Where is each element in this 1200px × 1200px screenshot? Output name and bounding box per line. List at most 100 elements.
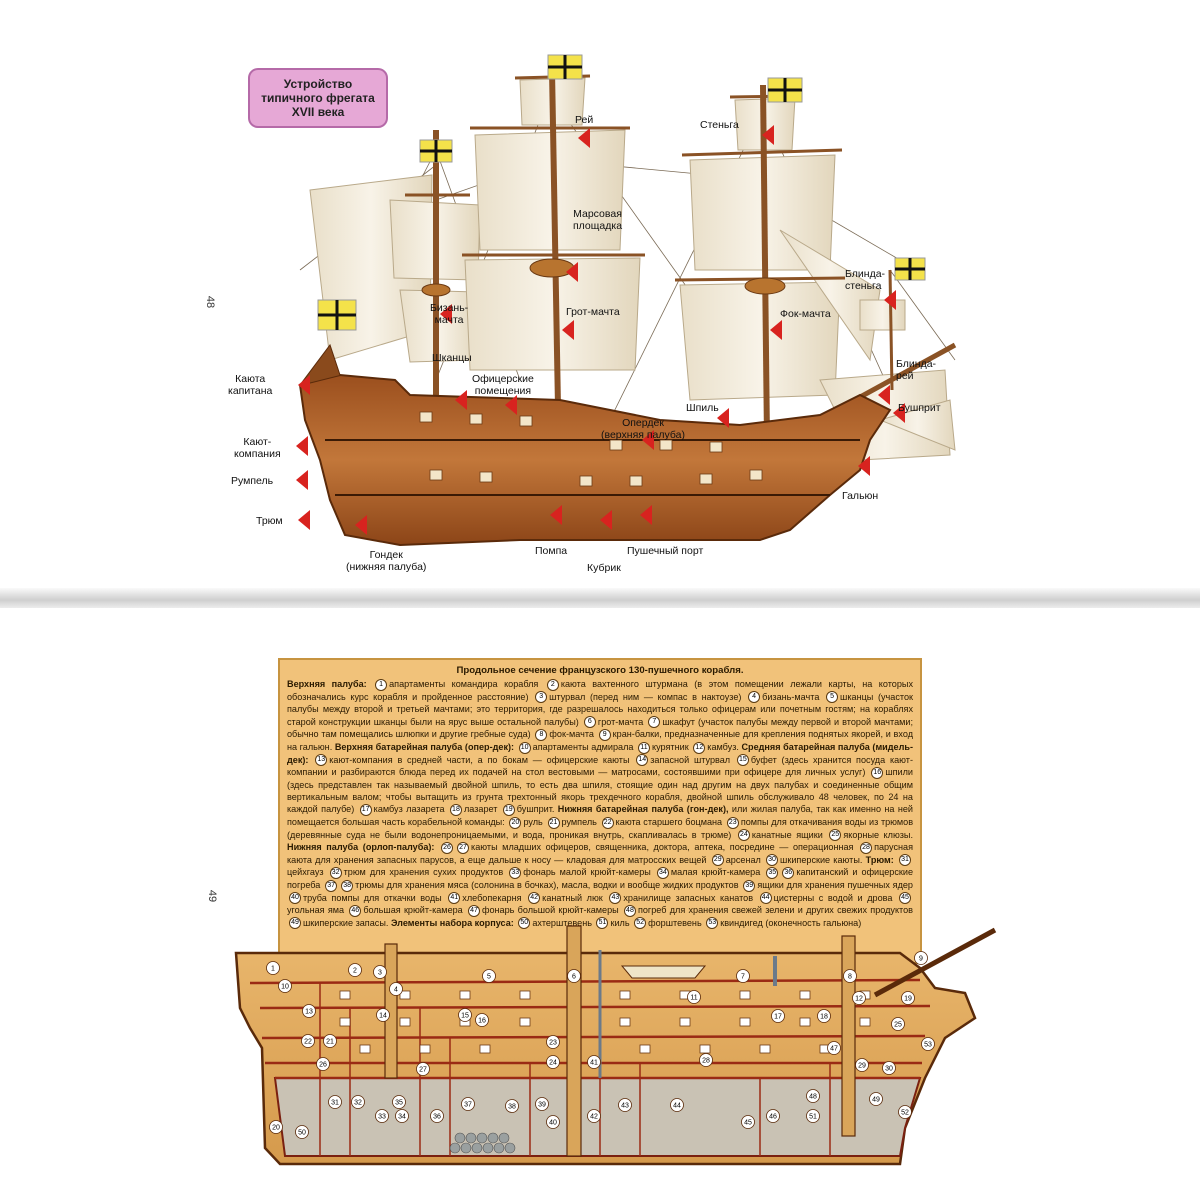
svg-text:27: 27	[419, 1067, 427, 1074]
label-pompa: Помпа	[535, 545, 568, 557]
svg-text:11: 11	[690, 995, 697, 1002]
svg-text:8: 8	[848, 974, 852, 981]
svg-text:9: 9	[919, 956, 923, 963]
svg-text:12: 12	[855, 996, 863, 1003]
legend-number-24: 24	[737, 829, 750, 842]
legend-number-14: 14	[636, 754, 649, 767]
legend-text: канатный люк	[542, 892, 608, 903]
legend-number-3: 3	[535, 691, 548, 704]
legend-text: кают-компания в средней части, а по бока…	[329, 754, 635, 765]
legend-text: трюм для хранения сухих продуктов	[343, 867, 508, 878]
marker-49: 49	[869, 1092, 883, 1106]
svg-text:6: 6	[572, 974, 576, 981]
legend-text: ахтерштевень	[532, 917, 595, 928]
legend-box: Продольное сечение французского 130-пуше…	[278, 658, 922, 964]
legend-text: шканцы (участок палубы между второй и тр…	[287, 691, 913, 727]
legend-number-39: 39	[743, 879, 756, 892]
legend-text: хранилище запасных канатов	[623, 892, 758, 903]
svg-text:20: 20	[272, 1125, 280, 1132]
svg-text:16: 16	[478, 1018, 486, 1025]
legend-number-7: 7	[648, 716, 661, 729]
marker-41: 41	[587, 1055, 601, 1069]
marker-48: 48	[806, 1089, 820, 1103]
marker-44: 44	[670, 1098, 684, 1112]
legend-number-45: 45	[899, 892, 911, 905]
legend-text: Трюм:	[865, 854, 897, 865]
svg-text:23: 23	[549, 1040, 557, 1047]
svg-text:13: 13	[305, 1009, 313, 1016]
legend-number-1: 1	[375, 678, 388, 691]
legend-number-27: 27	[457, 841, 470, 854]
label-arrows	[296, 125, 905, 535]
marker-50: 50	[295, 1125, 309, 1139]
legend-number-51: 51	[596, 917, 609, 930]
marker-34: 34	[395, 1109, 409, 1123]
ship-hull	[298, 373, 892, 547]
label-shpil: Шпиль	[686, 402, 719, 414]
legend-text: труба помпы для откачки воды	[303, 892, 447, 903]
legend-text: или жилая палуба, так как именно на ней …	[287, 804, 914, 827]
marker-9: 9	[914, 951, 928, 965]
marker-43: 43	[618, 1098, 632, 1112]
svg-text:2: 2	[353, 968, 357, 975]
marker-21: 21	[323, 1034, 337, 1048]
legend-number-49: 49	[289, 917, 301, 930]
svg-text:33: 33	[378, 1114, 386, 1121]
marker-20: 20	[269, 1120, 283, 1134]
legend-text: хлебопекарня	[462, 892, 527, 903]
title-line-2: типичного фрегата	[261, 91, 375, 105]
legend-number-13: 13	[315, 754, 328, 767]
marker-51: 51	[806, 1109, 820, 1123]
legend-text: малая крюйт-камера	[670, 867, 765, 878]
marker-27: 27	[416, 1062, 430, 1076]
legend-text: большая крюйт-камера	[363, 905, 466, 916]
marker-31: 31	[328, 1095, 342, 1109]
label-rei: Рей	[575, 114, 594, 126]
svg-text:40: 40	[549, 1120, 557, 1127]
legend-number-50: 50	[518, 917, 531, 930]
legend-number-4: 4	[748, 691, 761, 704]
marker-11: 11	[687, 990, 701, 1004]
legend-text: буфет (здесь хранится посуда кают-компан…	[287, 754, 913, 778]
legend-text: капитанский и офицерские погреба	[287, 867, 914, 890]
label-fok: Фок-мачта	[780, 308, 831, 320]
marker-45: 45	[741, 1115, 755, 1129]
legend-text: канатные ящики	[751, 829, 828, 840]
legend-number-47: 47	[467, 904, 480, 917]
legend-text: курятник	[652, 741, 692, 752]
marker-7: 7	[736, 969, 750, 983]
label-blinda-stenga: Блинда-стеньга	[845, 268, 886, 292]
marker-28: 28	[699, 1053, 713, 1067]
marker-5: 5	[482, 969, 496, 983]
marker-17: 17	[771, 1009, 785, 1023]
label-grot: Грот-мачта	[566, 306, 620, 318]
svg-text:1: 1	[271, 966, 275, 973]
legend-text: Нижняя батарейная палуба (гон-дек),	[557, 804, 732, 815]
label-gondek: Гондек(нижняя палуба)	[346, 549, 427, 573]
marker-12: 12	[852, 991, 866, 1005]
legend-text: грот-мачта	[597, 716, 647, 727]
legend-text: апартаменты адмирала	[532, 741, 637, 752]
legend-number-6: 6	[583, 716, 596, 729]
marker-19: 19	[901, 991, 915, 1005]
legend-text: цистерны с водой и дрова	[773, 892, 897, 903]
legend-text: штурвал (перед ним — компас в нактоузе)	[549, 691, 747, 702]
flags	[317, 54, 926, 331]
legend-text: запасной штурвал	[650, 754, 735, 765]
bottom-page: 49 Продольное сечение французского 130-п…	[0, 608, 1200, 1200]
marker-22: 22	[301, 1034, 315, 1048]
legend-number-40: 40	[289, 892, 301, 905]
marker-14: 14	[376, 1008, 390, 1022]
legend-text: ящики для хранения пушечных ядер	[757, 879, 913, 890]
legend-text: якорные клюзы.	[843, 829, 913, 840]
legend-number-12: 12	[693, 741, 706, 754]
marker-3: 3	[373, 965, 387, 979]
label-stenga: Стеньга	[700, 119, 739, 131]
legend-number-9: 9	[598, 728, 611, 741]
svg-text:51: 51	[809, 1114, 817, 1121]
legend-text: парусная каюта для хранения запасных пар…	[287, 842, 913, 865]
marker-30: 30	[882, 1061, 896, 1075]
